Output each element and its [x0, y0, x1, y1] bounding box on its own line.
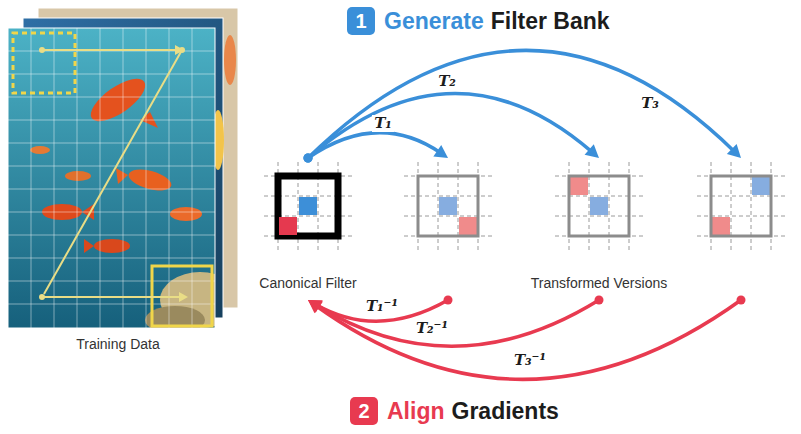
step-heading: 1 Generate Filter Bank	[347, 7, 610, 35]
filter-grid-drawing	[260, 158, 356, 254]
scan-heads	[39, 45, 188, 302]
transform-arrow	[304, 93, 600, 162]
arrow-curve	[308, 93, 592, 158]
transform-arrow	[308, 296, 604, 347]
filter-border	[418, 176, 478, 236]
step-heading-word: Align	[387, 398, 445, 425]
caption-block: Transformed Versions	[527, 275, 672, 292]
front-image-border	[8, 28, 215, 328]
transform-arrow	[304, 133, 449, 163]
arrow-origin-dot	[304, 154, 313, 163]
filter-weight-blue	[439, 197, 457, 215]
transform-label: T₁⁻¹	[364, 298, 400, 315]
training-data-box: Training Data	[5, 3, 231, 361]
step-heading-word: Gradients	[452, 398, 559, 425]
filter-border	[569, 176, 629, 236]
filter-weight-blue	[590, 197, 608, 215]
filter-caption: Transformed Versions	[527, 275, 672, 292]
arrow-origin-dot	[304, 154, 313, 163]
step-heading: 2 Align Gradients	[350, 397, 559, 425]
transform-label: T₂⁻¹	[414, 320, 450, 337]
transform-label: T₁	[372, 115, 394, 132]
step-number-badge: 2	[350, 397, 378, 425]
arrow-origin-dot	[595, 296, 604, 305]
transform-arrow	[308, 296, 746, 380]
caption-block: Canonical Filter	[255, 275, 361, 292]
filter-box: Transformed Versions	[527, 158, 672, 300]
step-number-badge: 1	[347, 7, 375, 35]
image-caption: Training Data	[5, 336, 231, 353]
filter-weight-red	[279, 217, 297, 235]
transform-label: T₂	[436, 73, 458, 90]
filter-border	[711, 176, 771, 236]
filter-weight-red	[570, 177, 588, 195]
coral	[224, 35, 236, 85]
step-heading-word: Generate	[384, 8, 484, 35]
filter-weight-blue	[299, 197, 317, 215]
arrow-origin-dot	[444, 296, 453, 305]
image-grid	[8, 28, 215, 328]
filter-weight-red	[712, 217, 730, 235]
filter-box	[400, 158, 496, 300]
filter-border	[278, 176, 338, 236]
arrow-curve	[308, 133, 441, 158]
arrow-curve	[308, 50, 735, 158]
filter-grid-drawing	[400, 158, 496, 254]
filter-weight-blue	[752, 177, 770, 195]
filter-box	[693, 158, 789, 300]
sliding-window	[13, 33, 75, 93]
arrow-origin-dot	[737, 296, 746, 305]
transform-label: T₃⁻¹	[512, 352, 548, 369]
filter-grid-drawing	[551, 158, 647, 254]
step-heading-word: Filter Bank	[491, 8, 610, 35]
transform-arrow	[304, 50, 742, 162]
filter-weight-red	[459, 217, 477, 235]
scan-path	[42, 50, 182, 297]
transform-label: T₃	[639, 95, 661, 112]
filter-caption: Canonical Filter	[255, 275, 361, 292]
arrow-curve	[316, 300, 599, 346]
caption-block: Training Data	[5, 336, 231, 353]
filter-grid-drawing	[693, 158, 789, 254]
arrow-origin-dot	[304, 154, 313, 163]
fish	[30, 71, 202, 253]
filter-box: Canonical Filter	[255, 158, 361, 300]
